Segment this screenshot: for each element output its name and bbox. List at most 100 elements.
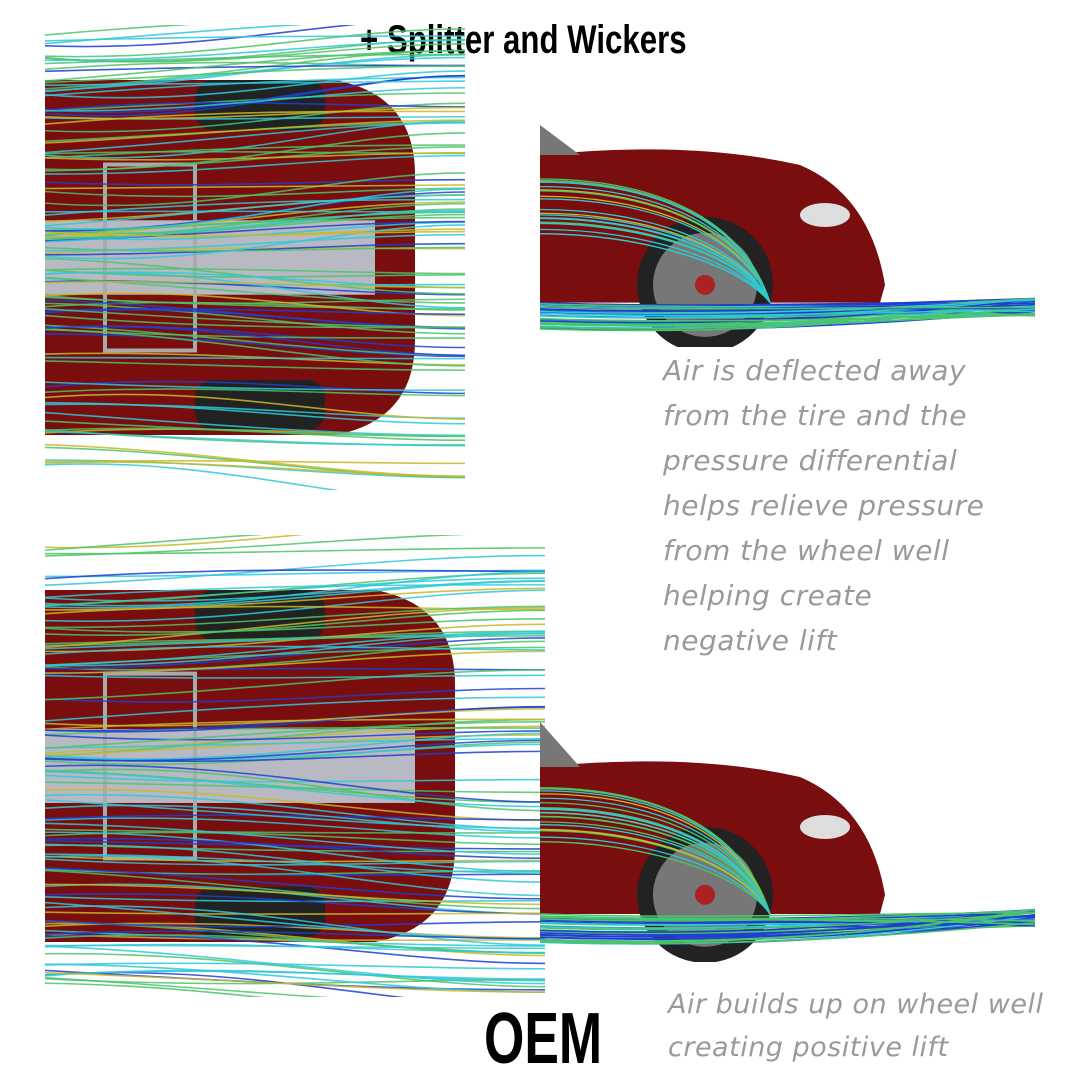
mirror: [540, 722, 580, 767]
streamline: [45, 120, 465, 159]
streamline: [540, 921, 1035, 945]
streamline: [45, 25, 306, 45]
streamline: [45, 154, 465, 175]
streamline: [45, 781, 545, 794]
streamline: [45, 233, 465, 252]
streamline: [45, 187, 465, 198]
streamline: [540, 829, 771, 915]
streamline: [45, 535, 306, 549]
streamline: [45, 43, 465, 63]
streamline: [540, 793, 771, 915]
hub: [695, 884, 715, 905]
streamline: [45, 92, 465, 112]
streamline: [45, 844, 545, 883]
streamline: [45, 101, 465, 111]
streamline: [45, 764, 545, 803]
streamline: [540, 190, 771, 303]
streamline: [45, 35, 465, 42]
streamline: [45, 674, 545, 679]
streamline: [45, 650, 545, 674]
streamline: [45, 770, 545, 808]
mirror: [540, 125, 580, 155]
streamline: [45, 635, 545, 645]
streamline: [540, 217, 771, 303]
streamline: [45, 267, 465, 275]
streamline: [45, 976, 330, 997]
streamline: [45, 119, 465, 144]
streamline: [45, 257, 465, 295]
streamline: [45, 281, 465, 289]
streamline: [45, 943, 545, 954]
streamline: [45, 461, 465, 478]
streamline: [45, 584, 545, 599]
streamline: [45, 172, 465, 207]
streamline: [45, 725, 545, 755]
streamline: [45, 571, 545, 607]
streamline: [45, 151, 465, 161]
streamline: [45, 86, 465, 112]
streamline: [45, 188, 465, 230]
streamline: [45, 49, 465, 82]
streamline: [540, 298, 1035, 315]
streamline: [45, 867, 545, 900]
streamline: [45, 905, 545, 946]
bottom-underside-cfd-image: [45, 535, 545, 997]
streamline: [45, 962, 545, 970]
headlight: [800, 203, 850, 227]
streamline: [45, 831, 545, 846]
streamline: [45, 911, 545, 915]
streamline: [540, 908, 1035, 943]
top-underside-cfd-image: [45, 25, 465, 490]
streamline: [540, 841, 771, 915]
streamline: [540, 299, 1035, 319]
hub: [695, 274, 715, 295]
streamline: [45, 708, 545, 727]
streamline: [45, 230, 465, 237]
tire: [195, 380, 325, 430]
streamline: [540, 913, 1035, 941]
streamline: [45, 828, 545, 834]
streamline: [45, 837, 545, 859]
streamline: [45, 221, 465, 241]
streamline: [45, 242, 465, 256]
streamline: [45, 589, 545, 622]
streamline: [45, 74, 465, 113]
streamline: [45, 687, 545, 703]
streamline: [45, 630, 545, 667]
streamline: [45, 580, 545, 609]
streamline: [45, 547, 545, 555]
caption-line: Air builds up on wheel well: [668, 989, 1044, 1020]
streamline: [45, 328, 465, 367]
bottom-section-title: OEM: [484, 999, 603, 1079]
streamline: [45, 132, 465, 171]
streamline: [45, 839, 545, 850]
streamline: [540, 815, 771, 915]
caption-line: from the wheel well: [663, 534, 950, 567]
streamline: [540, 214, 771, 303]
streamline: [45, 380, 465, 395]
bottom-side-cfd-image: [540, 722, 1035, 962]
streamline: [540, 836, 771, 915]
streamline: [45, 982, 265, 997]
top-side-cfd-image: [540, 125, 1035, 347]
roll-cage: [103, 162, 197, 353]
streamline: [45, 430, 465, 447]
streamline: [540, 802, 771, 915]
streamline: [45, 224, 465, 260]
streamline: [45, 459, 465, 465]
streamline: [45, 56, 465, 93]
streamline: [45, 144, 465, 159]
streamline: [45, 814, 545, 821]
streamline: [45, 198, 465, 216]
streamline: [45, 952, 545, 988]
streamline: [45, 970, 545, 980]
streamline: [45, 739, 545, 762]
streamline: [45, 732, 545, 760]
streamline: [540, 308, 1035, 326]
streamline: [45, 411, 465, 437]
streamline: [45, 401, 465, 425]
streamline: [45, 632, 545, 667]
streamline: [45, 730, 545, 741]
streamline: [45, 831, 545, 873]
streamline: [45, 893, 545, 915]
